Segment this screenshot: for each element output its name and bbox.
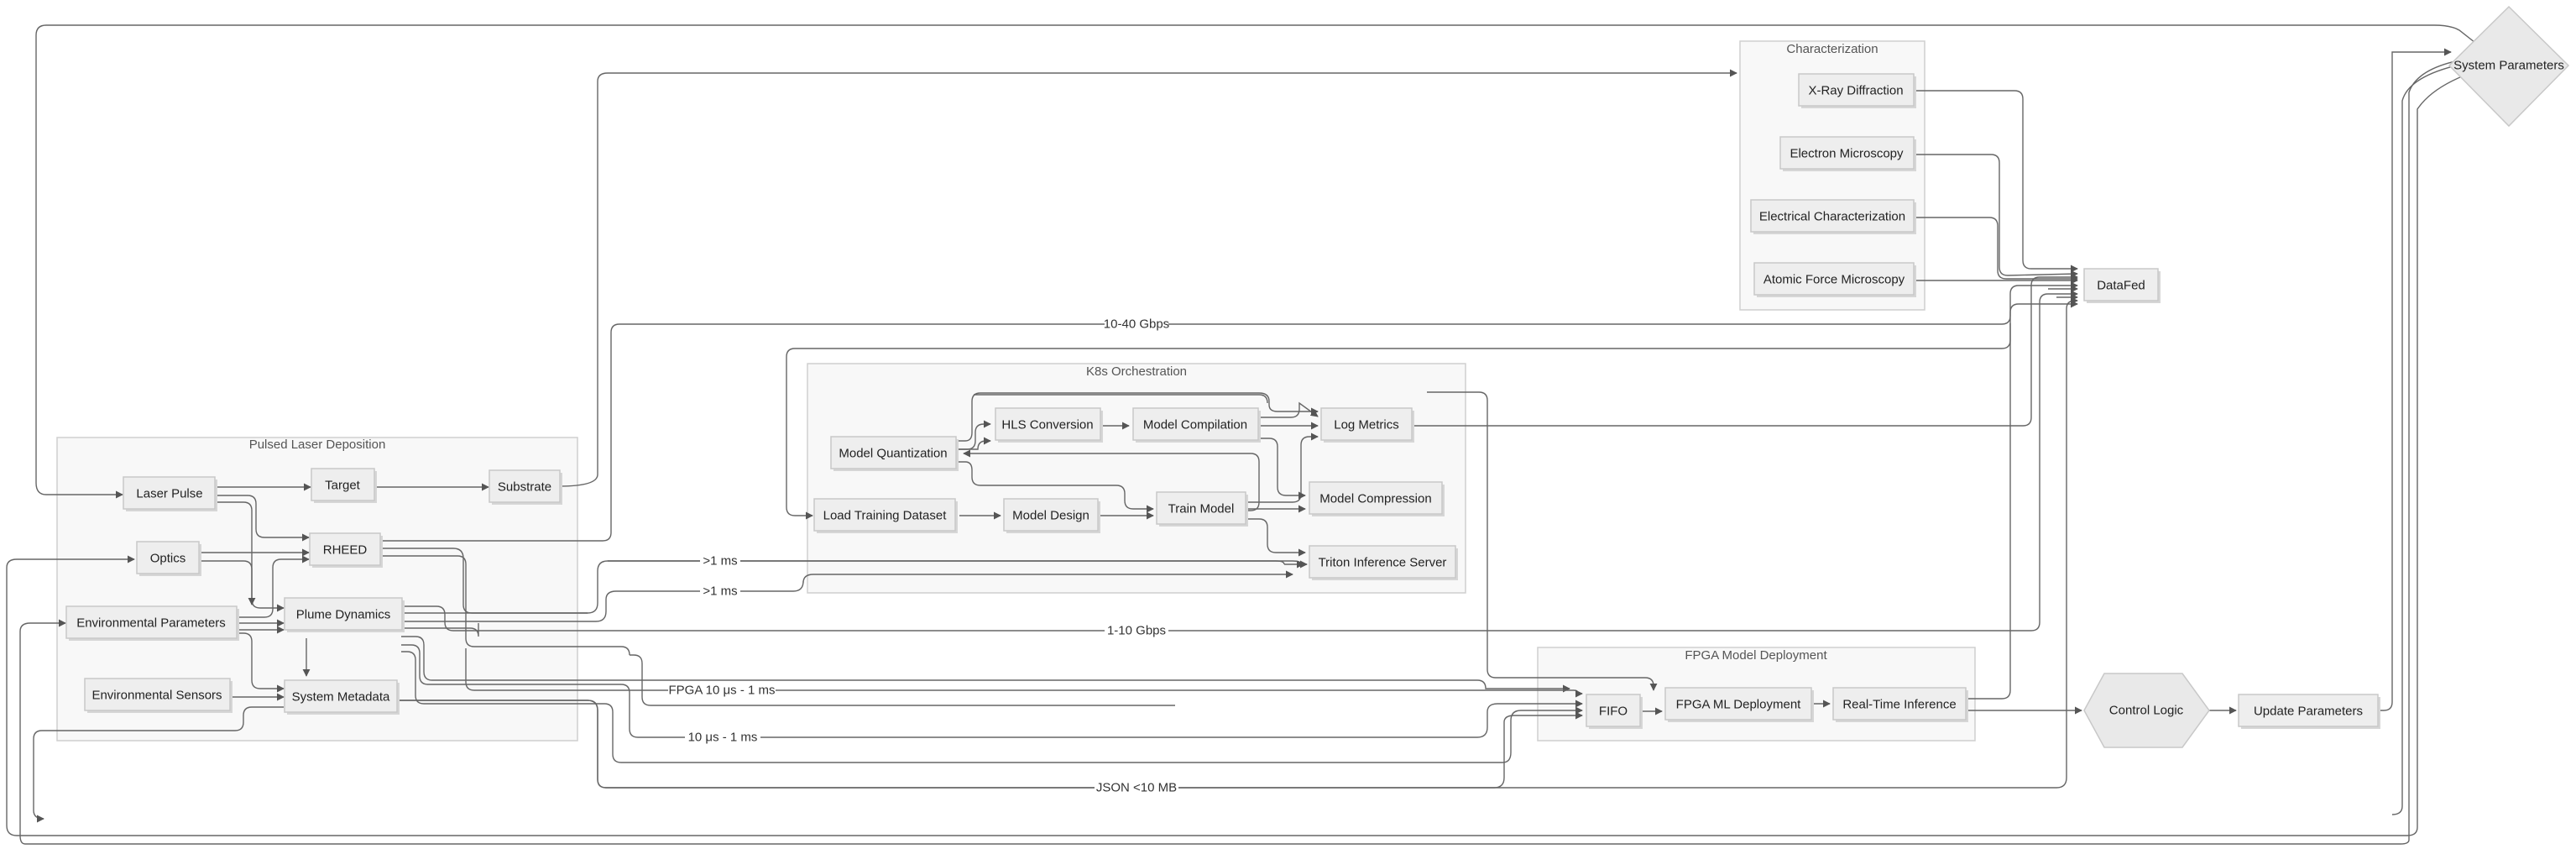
edge-label-fpga-latency: FPGA 10 μs - 1 ms xyxy=(668,683,776,698)
node-log-metrics[interactable]: Log Metrics xyxy=(1320,407,1414,443)
edge-label-10-40-gbps: 10-40 Gbps xyxy=(1104,317,1169,332)
node-system-parameters[interactable]: System Parameters xyxy=(2448,5,2570,128)
node-model-design[interactable]: Model Design xyxy=(1003,498,1100,533)
svg-text:Model Quantization: Model Quantization xyxy=(839,447,947,461)
node-update-parameters[interactable]: Update Parameters xyxy=(2238,694,2380,729)
svg-text:X-Ray Diffraction: X-Ray Diffraction xyxy=(1808,84,1903,98)
node-environmental-parameters[interactable]: Environmental Parameters xyxy=(65,605,239,641)
node-atomic-force-microscopy[interactable]: Atomic Force Microscopy xyxy=(1753,262,1916,297)
node-real-time-inference[interactable]: Real-Time Inference xyxy=(1832,687,1968,722)
svg-text:JSON <10 MB: JSON <10 MB xyxy=(1096,781,1177,795)
svg-text:System Parameters: System Parameters xyxy=(2453,59,2564,73)
svg-text:Control Logic: Control Logic xyxy=(2109,704,2184,718)
svg-text:Laser Pulse: Laser Pulse xyxy=(136,487,202,501)
svg-text:Electron Microscopy: Electron Microscopy xyxy=(1790,147,1904,161)
svg-text:Update Parameters: Update Parameters xyxy=(2254,705,2363,719)
svg-text:Atomic Force Microscopy: Atomic Force Microscopy xyxy=(1763,273,1905,287)
svg-text:FPGA 10 μs - 1 ms: FPGA 10 μs - 1 ms xyxy=(668,684,775,698)
node-electron-microscopy[interactable]: Electron Microscopy xyxy=(1779,136,1916,171)
node-control-logic[interactable]: Control Logic xyxy=(2083,673,2210,748)
svg-text:Substrate: Substrate xyxy=(498,480,551,495)
node-target[interactable]: Target xyxy=(311,468,377,503)
svg-text:Model Compression: Model Compression xyxy=(1319,492,1431,506)
svg-text:Plume Dynamics: Plume Dynamics xyxy=(296,608,391,622)
node-train-model[interactable]: Train Model xyxy=(1156,491,1248,527)
node-hls-conversion[interactable]: HLS Conversion xyxy=(995,407,1103,443)
svg-text:1-10 Gbps: 1-10 Gbps xyxy=(1107,624,1166,638)
group-pld-label: Pulsed Laser Deposition xyxy=(249,438,386,452)
node-environmental-sensors[interactable]: Environmental Sensors xyxy=(84,678,233,713)
node-model-compression[interactable]: Model Compression xyxy=(1309,481,1445,516)
node-substrate[interactable]: Substrate xyxy=(489,469,562,505)
node-laser-pulse[interactable]: Laser Pulse xyxy=(123,476,217,511)
node-fifo[interactable]: FIFO xyxy=(1586,694,1643,729)
svg-text:Real-Time Inference: Real-Time Inference xyxy=(1842,698,1956,712)
node-datafed[interactable]: DataFed xyxy=(2083,268,2161,303)
svg-text:10 μs - 1 ms: 10 μs - 1 ms xyxy=(688,731,758,745)
node-model-compilation[interactable]: Model Compilation xyxy=(1132,407,1261,443)
group-char-label: Characterization xyxy=(1786,42,1878,56)
node-system-metadata[interactable]: System Metadata xyxy=(284,679,400,715)
svg-text:Model Compilation: Model Compilation xyxy=(1143,418,1247,432)
svg-text:>1 ms: >1 ms xyxy=(703,584,737,599)
edge-label-latency-10us: 10 μs - 1 ms xyxy=(685,730,760,745)
svg-text:Environmental Parameters: Environmental Parameters xyxy=(76,616,226,631)
nodes: Laser Pulse Target Substrate Optics RHEE… xyxy=(65,5,2570,748)
svg-text:Model Design: Model Design xyxy=(1012,509,1089,523)
edge-label-latency-1: >1 ms xyxy=(700,553,740,569)
svg-text:Load Training Dataset: Load Training Dataset xyxy=(823,509,948,523)
node-optics[interactable]: Optics xyxy=(136,541,201,576)
node-model-quantization[interactable]: Model Quantization xyxy=(830,436,959,471)
group-k8s-label: K8s Orchestration xyxy=(1086,364,1187,379)
svg-text:Triton Inference Server: Triton Inference Server xyxy=(1319,556,1447,570)
svg-text:DataFed: DataFed xyxy=(2097,279,2145,293)
svg-text:HLS Conversion: HLS Conversion xyxy=(1001,418,1093,432)
edge-labels: 10-40 Gbps >1 ms >1 ms 1-10 Gbps FPGA 10… xyxy=(668,317,1178,795)
node-fpga-ml-deployment[interactable]: FPGA ML Deployment xyxy=(1664,687,1814,722)
node-x-ray-diffraction[interactable]: X-Ray Diffraction xyxy=(1798,73,1916,108)
edge-label-json: JSON <10 MB xyxy=(1095,780,1178,795)
svg-text:Target: Target xyxy=(325,479,361,493)
node-electrical-characterization[interactable]: Electrical Characterization xyxy=(1750,199,1916,234)
svg-text:10-40 Gbps: 10-40 Gbps xyxy=(1104,317,1169,332)
node-triton-inference-server[interactable]: Triton Inference Server xyxy=(1309,545,1458,580)
svg-text:FIFO: FIFO xyxy=(1599,705,1628,719)
svg-text:Environmental Sensors: Environmental Sensors xyxy=(91,689,222,703)
node-rheed[interactable]: RHEED xyxy=(309,532,383,568)
svg-text:FPGA ML Deployment: FPGA ML Deployment xyxy=(1676,698,1801,712)
svg-text:>1 ms: >1 ms xyxy=(703,554,737,569)
group-fpga-label: FPGA Model Deployment xyxy=(1685,648,1827,663)
svg-text:System Metadata: System Metadata xyxy=(292,690,390,705)
svg-text:Log Metrics: Log Metrics xyxy=(1334,418,1399,432)
edges xyxy=(6,24,2484,845)
svg-text:Optics: Optics xyxy=(150,552,186,566)
svg-text:Electrical Characterization: Electrical Characterization xyxy=(1759,210,1905,224)
svg-text:RHEED: RHEED xyxy=(323,543,368,558)
svg-text:Train Model: Train Model xyxy=(1168,502,1235,516)
edge-label-latency-2: >1 ms xyxy=(700,584,740,599)
node-load-training-dataset[interactable]: Load Training Dataset xyxy=(813,498,958,533)
node-plume-dynamics[interactable]: Plume Dynamics xyxy=(284,597,405,632)
edge-label-1-10-gbps: 1-10 Gbps xyxy=(1105,623,1168,638)
